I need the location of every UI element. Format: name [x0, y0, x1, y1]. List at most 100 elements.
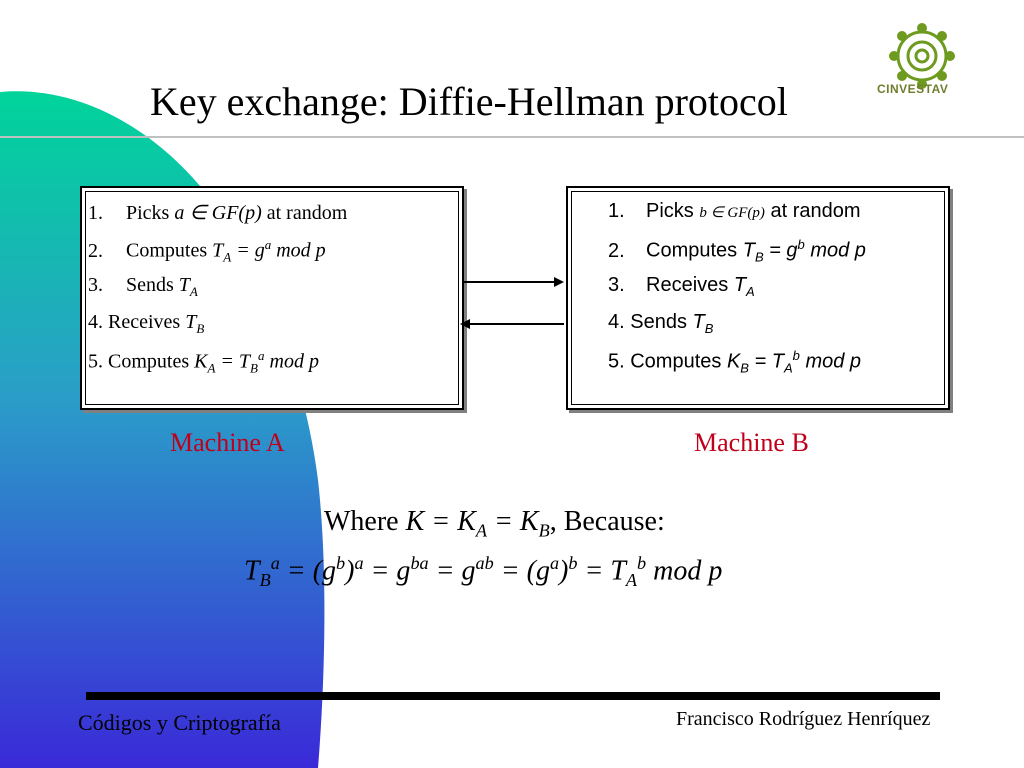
- math-text: ): [559, 555, 569, 587]
- footer-course-name: Códigos y Criptografía: [78, 710, 281, 735]
- machine-b-box-inner-border: [571, 191, 945, 405]
- step-text: at random: [261, 202, 348, 224]
- step-number: 3.: [608, 274, 625, 296]
- math-text: ∈ GF(p): [184, 202, 262, 224]
- subscript: A: [223, 249, 232, 265]
- math-text: mod p: [271, 239, 326, 262]
- subscript: B: [754, 249, 764, 265]
- superscript: b: [336, 553, 346, 573]
- subscript: A: [207, 360, 216, 376]
- math-text: = K: [424, 506, 476, 537]
- subscript: A: [746, 284, 755, 299]
- step-number: 1.: [608, 200, 625, 222]
- subscript: A: [625, 569, 638, 590]
- variable: T: [733, 274, 747, 296]
- variable: T: [185, 311, 197, 333]
- step-text: Picks: [126, 202, 175, 224]
- math-text: = g: [763, 239, 798, 262]
- variable: K: [726, 350, 741, 373]
- superscript: a: [264, 237, 272, 252]
- subscript: A: [475, 520, 487, 541]
- math-text: = K: [487, 506, 539, 537]
- machine-a-box: 1. Picks a ∈ GF(p) at random 2.Computes T…: [80, 186, 464, 410]
- step-text: Computes: [126, 239, 213, 262]
- arrow-head-left-icon: [460, 319, 470, 329]
- variable: T: [742, 239, 755, 262]
- machine-b-step-2: 2. Computes TB = gb mod p: [608, 237, 866, 265]
- math-text: = T: [577, 555, 626, 587]
- machine-a-box-inner-border: [85, 191, 459, 405]
- variable: T: [244, 555, 260, 587]
- variable: T: [178, 274, 190, 296]
- superscript: a: [354, 553, 364, 573]
- superscript: a: [258, 348, 265, 363]
- where-statement: Where K = KA = KB, Because:: [324, 506, 665, 542]
- subscript: B: [704, 321, 714, 336]
- machine-a-step-2: 2.Computes TA = ga mod p: [88, 237, 326, 266]
- step-text: 5. Computes: [608, 350, 727, 373]
- machine-a-step-1: 1. Picks a ∈ GF(p) at random: [88, 200, 347, 225]
- cinvestav-logo-icon: [889, 23, 955, 89]
- math-text: b ∈ GF(p): [699, 205, 765, 221]
- logo-text: CINVESTAV: [877, 82, 949, 96]
- step-text: Picks: [646, 200, 700, 222]
- title-divider: [0, 136, 1024, 138]
- machine-b-step-1: 1.Picks b ∈ GF(p) at random: [608, 200, 861, 223]
- key-equation: TBa = (gb)a = gba = gab = (ga)b = TAb mo…: [244, 553, 722, 591]
- arrow-head-right-icon: [554, 277, 564, 287]
- machine-b-step-3: 3. Receives TA: [608, 274, 755, 299]
- variable: a: [174, 202, 185, 224]
- step-number: 2.: [608, 239, 625, 262]
- superscript: a: [270, 553, 280, 573]
- subscript: A: [189, 284, 198, 299]
- superscript: b: [792, 348, 800, 363]
- variable: K: [194, 350, 208, 373]
- subscript: B: [196, 321, 205, 336]
- step-text: Computes: [646, 239, 743, 262]
- subscript: B: [250, 360, 258, 376]
- superscript: b: [797, 237, 805, 252]
- text: Where: [324, 506, 406, 537]
- footer-author: Francisco Rodríguez Henríquez: [676, 708, 931, 730]
- exchange-arrows: [460, 277, 564, 329]
- math-text: = T: [215, 350, 251, 373]
- superscript: ab: [475, 553, 494, 573]
- variable: T: [692, 311, 705, 333]
- superscript: a: [549, 553, 560, 573]
- subscript: B: [259, 569, 271, 590]
- math-text: = g: [231, 239, 265, 262]
- step-number: 3.: [88, 274, 103, 296]
- math-text: = T: [748, 350, 784, 373]
- math-text: mod p: [804, 239, 866, 262]
- subscript: B: [538, 520, 550, 541]
- superscript: b: [637, 553, 647, 573]
- math-text: = g: [428, 555, 476, 587]
- variable: T: [212, 239, 224, 262]
- machine-a-label: Machine A: [170, 428, 285, 457]
- machine-a-step-4: 4. Receives TB: [88, 311, 204, 337]
- step-text: 4. Sends: [608, 311, 693, 333]
- step-number: 1.: [88, 202, 103, 224]
- math-text: = (g: [279, 555, 337, 587]
- math-text: = g: [363, 555, 411, 587]
- machine-a-step-5: 5. Computes KA = TBa mod p: [88, 348, 319, 377]
- machine-a-step-3: 3. Sends TA: [88, 274, 198, 300]
- step-text: Receives: [646, 274, 734, 296]
- superscript: b: [568, 553, 578, 573]
- variable: K: [405, 506, 425, 537]
- footer-divider: [86, 692, 940, 700]
- subscript: B: [740, 360, 749, 376]
- machine-b-step-5: 5. Computes KB = TAb mod p: [608, 348, 861, 376]
- machine-b-box: 1.Picks b ∈ GF(p) at random 2.Computes T…: [566, 186, 950, 410]
- slide-title: Key exchange: Diffie-Hellman protocol: [150, 79, 788, 124]
- machine-b-step-4: 4. Sends TB: [608, 311, 713, 336]
- math-text: mod p: [264, 350, 319, 373]
- step-text: 4. Receives: [88, 311, 186, 333]
- step-text: Sends: [126, 274, 179, 296]
- machine-b-label: Machine B: [694, 428, 809, 457]
- subscript: A: [783, 360, 793, 376]
- step-text: 5. Computes: [88, 350, 195, 373]
- math-text: mod p: [646, 555, 723, 587]
- math-text: ): [345, 555, 355, 587]
- math-text: mod p: [799, 350, 862, 373]
